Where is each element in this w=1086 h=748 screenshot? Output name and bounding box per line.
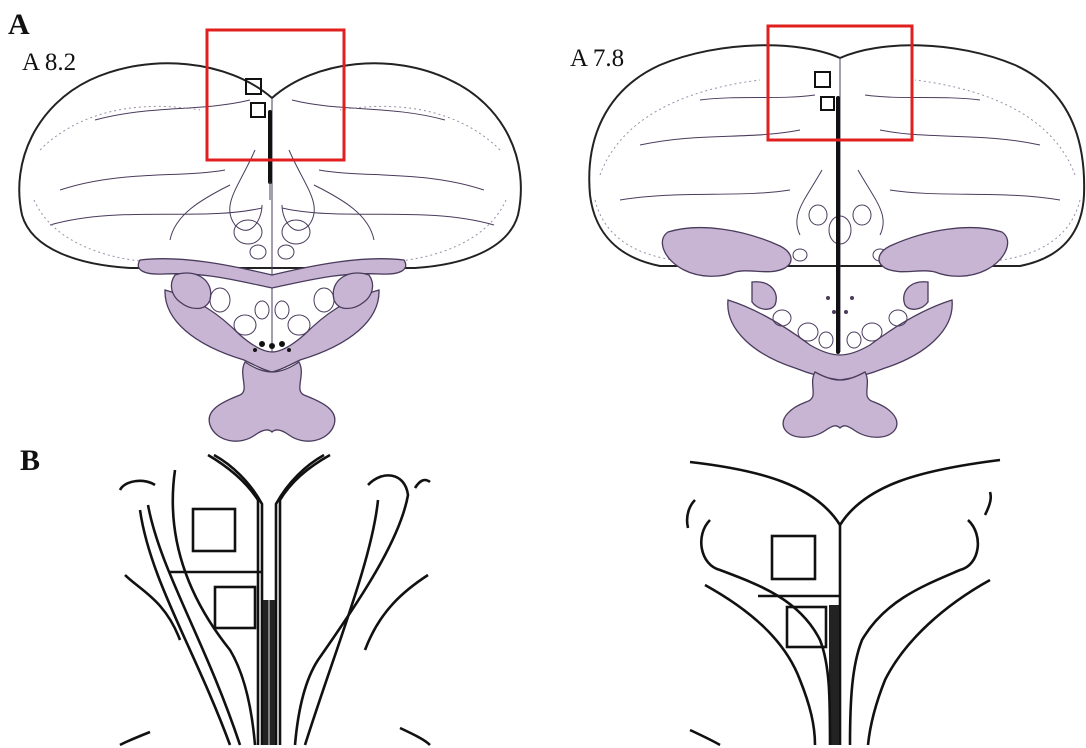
brain-section-left [19, 30, 521, 441]
roi-square-detail-upper-left [193, 509, 235, 551]
roi-square-detail-upper-right [772, 536, 815, 579]
tissue-wing-right-right [879, 228, 1008, 277]
zoom-detail-left [120, 455, 430, 745]
roi-square-lower-left [251, 103, 265, 117]
coordinate-label-right: A 7.8 [570, 45, 624, 72]
tissue-stem-right [783, 372, 897, 437]
brain-section-right [589, 26, 1084, 437]
panel-a-label: A [8, 8, 30, 41]
zoom-detail-right [687, 460, 1000, 745]
roi-square-lower-right [821, 97, 834, 110]
tissue-wing-left-right [662, 228, 791, 277]
coordinate-label-left: A 8.2 [22, 49, 76, 76]
roi-square-detail-lower-left [215, 587, 255, 628]
roi-square-upper-right [815, 72, 830, 87]
tissue-stem-left [209, 362, 335, 441]
panel-b-label: B [20, 444, 40, 477]
